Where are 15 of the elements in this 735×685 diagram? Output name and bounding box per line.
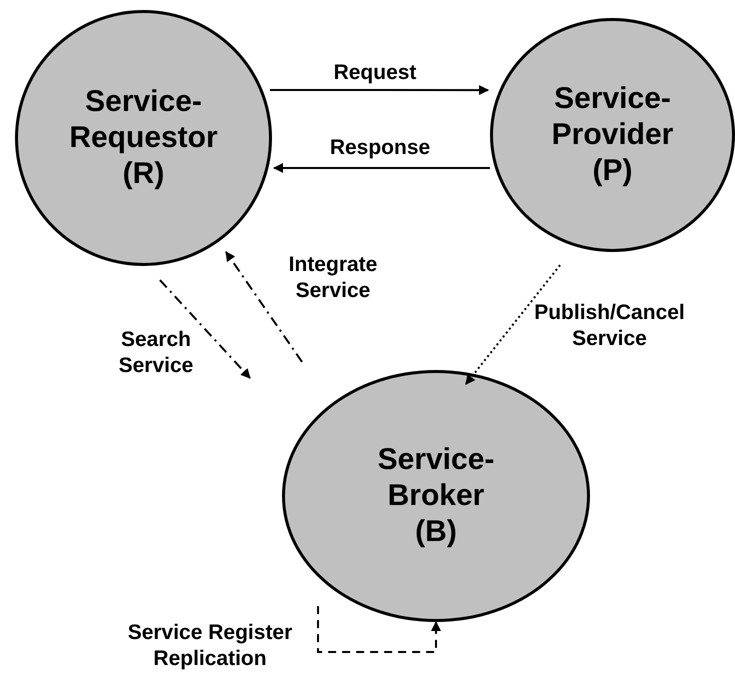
arrow <box>270 85 490 96</box>
arrow <box>225 251 303 362</box>
arrow <box>465 264 561 385</box>
edge-label: Publish/Cancel Service <box>533 300 686 352</box>
edge-label: Service Register Replication <box>126 620 294 672</box>
edge-label: Request <box>332 60 418 86</box>
node-label: Service- Broker (B) <box>376 442 496 550</box>
arrow <box>273 162 490 173</box>
arrow <box>317 606 441 653</box>
arrow <box>159 279 251 379</box>
edge-label: Response <box>328 135 432 161</box>
node-label: Service- Requestor (R) <box>68 84 218 192</box>
node-label: Service- Provider (P) <box>550 81 674 189</box>
edge-label: Integrate Service <box>288 252 378 304</box>
edge-label: Search Service <box>118 327 194 380</box>
